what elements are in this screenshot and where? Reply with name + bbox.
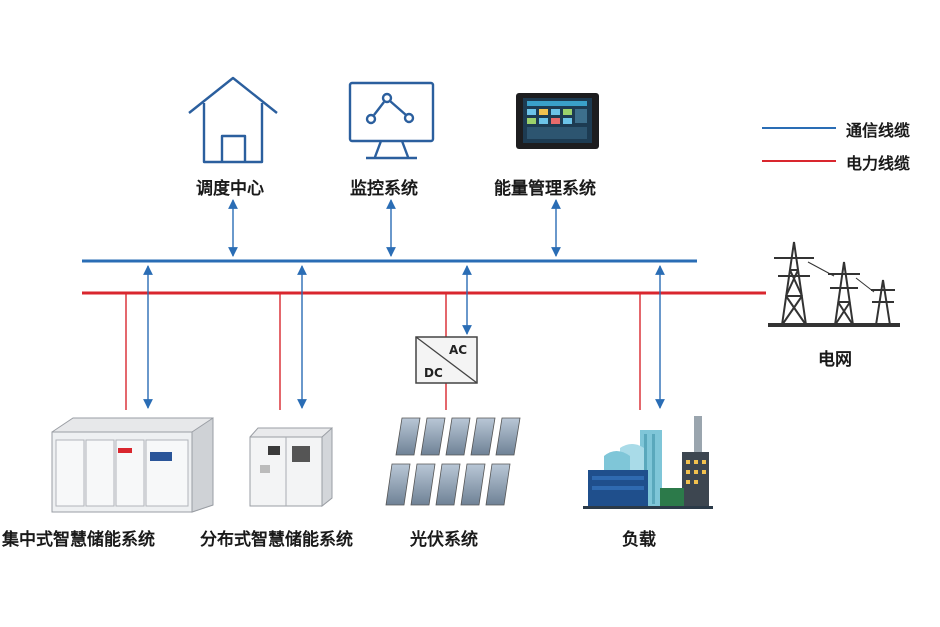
dispatch-center-label: 调度中心 (196, 179, 264, 199)
ac-dc-converter: AC DC (415, 336, 478, 384)
converter-dc-label: DC (424, 366, 443, 380)
pv-system-label: 光伏系统 (410, 530, 478, 550)
home-icon (188, 76, 278, 164)
grid-label: 电网 (818, 350, 852, 370)
container-storage-icon (51, 417, 214, 513)
transmission-tower-icon (768, 241, 900, 327)
ems-label: 能量管理系统 (494, 179, 596, 199)
touch-panel-icon (516, 93, 599, 149)
factory-icon (583, 416, 713, 509)
load-label: 负载 (622, 530, 656, 550)
cabinet-storage-icon (249, 426, 333, 508)
legend-power-label: 电力线缆 (846, 154, 911, 173)
solar-panels-icon (385, 417, 521, 506)
distributed-storage-label: 分布式智慧储能系统 (200, 530, 353, 550)
legend-comm-label: 通信线缆 (846, 121, 911, 140)
monitor-icon (348, 81, 435, 160)
monitor-system-label: 监控系统 (350, 179, 418, 199)
central-storage-label: 集中式智慧储能系统 (2, 530, 155, 550)
converter-ac-label: AC (449, 343, 467, 357)
